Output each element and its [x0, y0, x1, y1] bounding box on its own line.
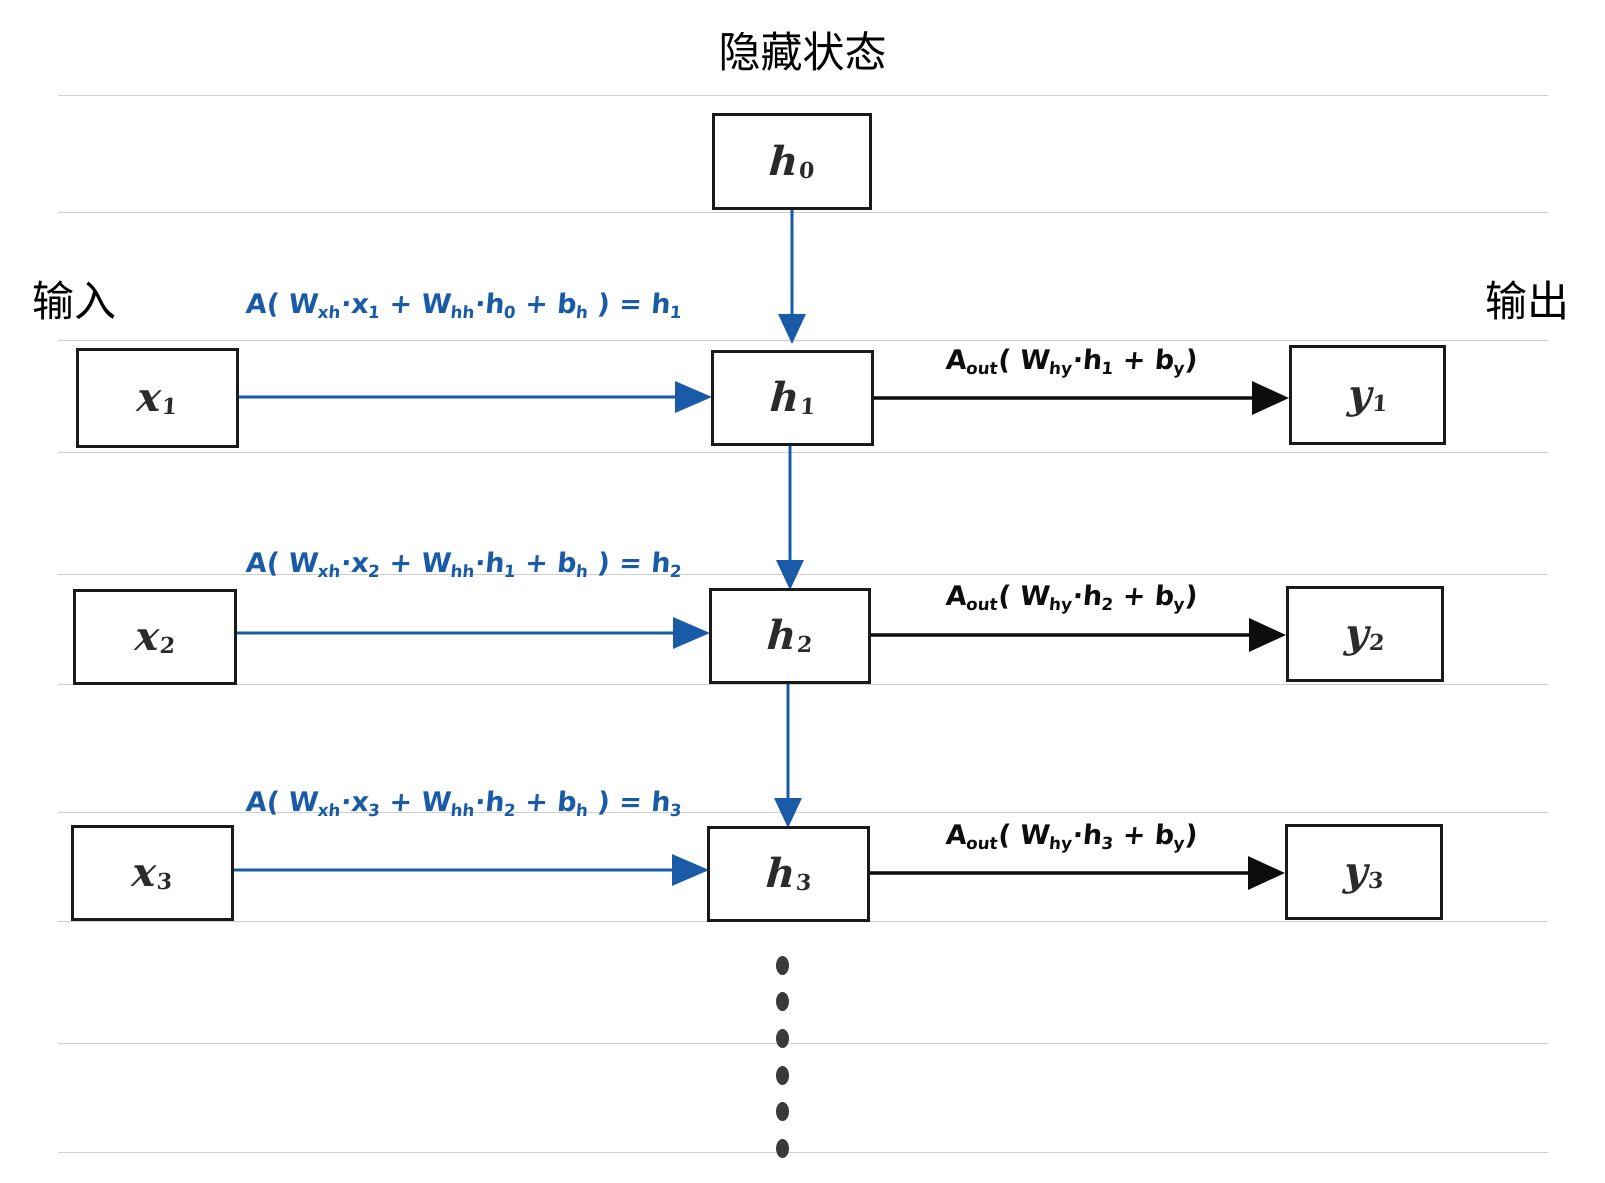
ellipsis-dot	[776, 1029, 789, 1048]
node-x1-label: х1	[135, 374, 179, 421]
page-title: 隐藏状态	[718, 28, 887, 77]
node-y2[interactable]: y2	[1286, 586, 1444, 682]
output-arrow-h3-y3	[870, 856, 1285, 890]
node-y2-label: y2	[1343, 610, 1387, 657]
gridline	[58, 452, 1548, 453]
output-arrow-h2-y2	[871, 618, 1286, 652]
output-formula-3: Aout( Why·h3+ by)	[944, 820, 1199, 853]
node-x3-label: х3	[130, 849, 174, 896]
node-y1-label: y1	[1346, 371, 1389, 418]
ellipsis-dot	[776, 992, 789, 1011]
gridline	[58, 812, 1548, 813]
node-h3[interactable]: h3	[707, 826, 870, 922]
input-column-label: 输入	[32, 277, 117, 326]
output-arrow-h1-y1	[874, 381, 1289, 415]
input-arrow-x1-h1	[239, 381, 712, 413]
recurrent-arrow-h0-h1	[778, 210, 806, 344]
gridline	[58, 340, 1548, 341]
output-formula-2: Aout( Why·h2+ by)	[944, 581, 1199, 614]
node-h2-label: h2	[765, 612, 814, 659]
node-y3-label: y3	[1342, 848, 1386, 895]
node-h3-label: h3	[764, 850, 813, 897]
hidden-formula-1: A( Wxh·х1+ Whh·h0+ bh) = h1	[244, 289, 683, 322]
node-h1-label: h1	[768, 374, 817, 421]
node-x3[interactable]: х3	[71, 825, 234, 921]
node-h0-label: h0	[767, 137, 816, 185]
input-arrow-x2-h2	[237, 617, 710, 649]
ellipsis-dot	[776, 1102, 789, 1121]
output-formula-1: Aout( Why·h1+ by)	[944, 345, 1199, 378]
node-x2-label: х2	[133, 613, 177, 660]
node-y1[interactable]: y1	[1289, 345, 1446, 445]
gridline	[58, 95, 1548, 96]
gridline	[58, 212, 1548, 213]
hidden-formula-3: A( Wxh·х3+ Whh·h2+ bh) = h3	[244, 787, 683, 820]
node-h0[interactable]: h0	[712, 113, 872, 210]
node-y3[interactable]: y3	[1285, 824, 1443, 920]
ellipsis-dot	[776, 956, 789, 975]
gridline	[58, 684, 1548, 685]
node-x1[interactable]: х1	[76, 348, 239, 448]
gridline	[58, 1152, 1548, 1153]
node-h2[interactable]: h2	[709, 588, 871, 684]
ellipsis-dot	[776, 1066, 789, 1085]
ellipsis-dot	[776, 1139, 789, 1158]
input-arrow-x3-h3	[234, 854, 709, 886]
gridline	[58, 1043, 1548, 1044]
node-h1[interactable]: h1	[711, 350, 874, 446]
recurrent-arrow-h2-h3	[774, 684, 802, 828]
hidden-formula-2: A( Wxh·х2+ Whh·h1+ bh) = h2	[244, 548, 683, 581]
recurrent-arrow-h1-h2	[776, 446, 804, 590]
node-x2[interactable]: х2	[73, 589, 237, 685]
output-column-label: 输出	[1484, 277, 1569, 326]
